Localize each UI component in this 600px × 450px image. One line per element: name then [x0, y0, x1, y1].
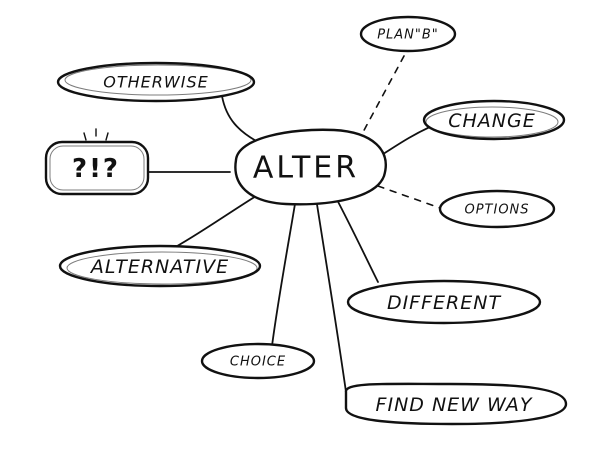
node-different-label: DIFFERENT — [387, 292, 502, 314]
connector-plan-b — [361, 55, 405, 135]
node-question-label: ?!? — [72, 154, 120, 184]
node-find-new-way: FIND NEW WAY — [344, 382, 568, 426]
node-options-outline — [438, 189, 556, 229]
node-different: DIFFERENT — [346, 279, 542, 325]
node-change-outline — [422, 99, 566, 141]
node-question-outline — [44, 140, 150, 196]
node-different-outline — [346, 279, 542, 325]
center-node: ALTER — [234, 128, 387, 206]
node-alternative-outline — [58, 244, 262, 288]
node-otherwise: OTHERWISE — [56, 61, 256, 103]
connector-find-new-way — [315, 197, 347, 393]
connector-alternative — [169, 195, 257, 251]
node-choice-label: CHOICE — [230, 355, 286, 370]
node-question: ?!? — [44, 140, 150, 196]
connector-change — [379, 125, 433, 157]
node-alternative: ALTERNATIVE — [58, 244, 262, 288]
node-plan-b: PLAN"B" — [359, 15, 457, 53]
node-choice-outline — [200, 342, 316, 380]
node-plan-b-label: PLAN"B" — [377, 28, 439, 43]
node-choice: CHOICE — [200, 342, 316, 380]
center-node-outline — [234, 128, 387, 206]
connector-different — [333, 193, 379, 283]
node-change: CHANGE — [422, 99, 566, 141]
node-options-label: OPTIONS — [464, 203, 529, 218]
connector-choice — [271, 197, 297, 347]
node-otherwise-label: OTHERWISE — [103, 73, 208, 92]
node-plan-b-outline — [359, 15, 457, 53]
spark-marks — [83, 128, 109, 141]
connector-otherwise — [221, 95, 263, 145]
connectors — [147, 55, 441, 393]
node-find-new-way-outline — [344, 382, 568, 426]
connector-options — [377, 185, 441, 209]
center-label: ALTER — [253, 151, 359, 186]
node-otherwise-outline — [56, 61, 256, 103]
node-change-label: CHANGE — [448, 110, 536, 132]
node-find-new-way-label: FIND NEW WAY — [376, 394, 533, 416]
node-alternative-label: ALTERNATIVE — [89, 256, 229, 278]
node-options: OPTIONS — [438, 189, 556, 229]
